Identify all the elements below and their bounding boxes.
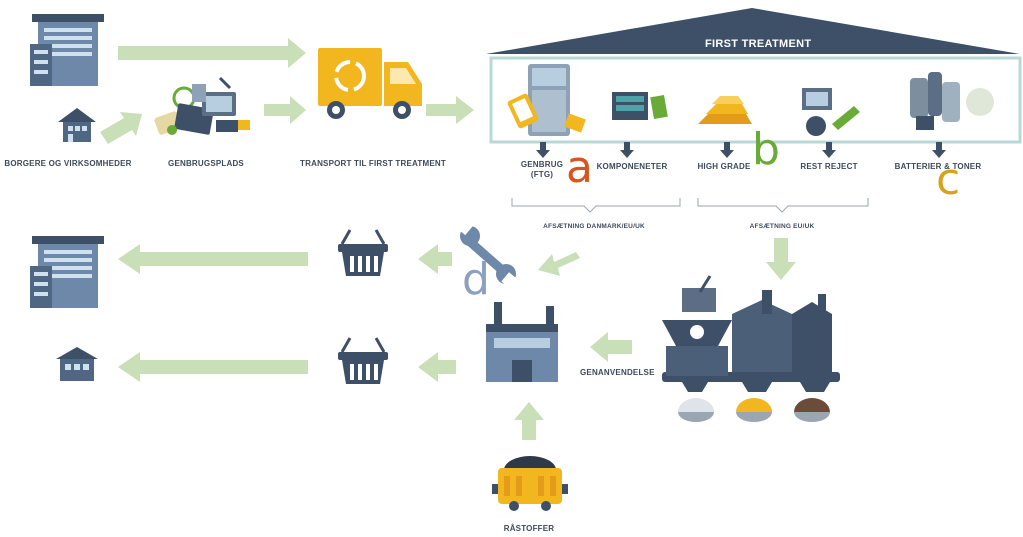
- arrow-to-first-treatment: [426, 96, 474, 124]
- label-recycling-center: GENBRUGSPLADS: [168, 159, 244, 168]
- diagram-title: FIRST TREATMENT: [705, 38, 812, 50]
- truck-icon: [318, 48, 422, 119]
- label-transport: TRANSPORT TIL FIRST TREATMENT: [300, 159, 446, 168]
- annotation-d: d: [462, 254, 490, 305]
- scrap-pile-icon: [154, 76, 250, 135]
- annotation-a: a: [566, 142, 593, 193]
- arrow-to-transport: [118, 38, 306, 68]
- label-high-grade: HIGH GRADE: [697, 162, 751, 171]
- arrow-to-recycling-center: [100, 112, 142, 144]
- arrow-to-factory: [590, 332, 632, 362]
- label-rest-reject: REST REJECT: [800, 162, 858, 171]
- building-icon: [30, 236, 104, 308]
- arrow-wrench-to-basket: [418, 244, 452, 274]
- fridge-icon: [507, 64, 586, 136]
- robot-arm-icon: [802, 88, 860, 136]
- smelter-icon: [662, 275, 840, 422]
- brackets: [511, 198, 869, 213]
- wrench-icon: [457, 219, 517, 288]
- roof: [486, 8, 1020, 54]
- arrow-factory-to-basket: [418, 352, 456, 382]
- arrow-to-company: [118, 244, 308, 274]
- label-batteries: BATTERIER & TONER: [894, 162, 982, 171]
- arrow-to-citizens: [118, 352, 308, 382]
- house-icon: [56, 347, 98, 381]
- gold-bars-icon: [698, 96, 752, 124]
- label-raw-materials: RÅSTOFFER: [503, 524, 555, 533]
- shopping-basket-icon: [336, 228, 390, 278]
- label-sales-eu: AFSÆTNING EU/UK: [749, 223, 815, 230]
- label-sales-dk-eu: AFSÆTNING DANMARK/EU/UK: [543, 223, 645, 230]
- factory-icon: [486, 302, 558, 382]
- label-recycling: GENANVENDELSE: [580, 368, 655, 377]
- arrow-raw-to-factory: [514, 402, 544, 440]
- flow-arrows: [100, 38, 796, 440]
- label-components: KOMPONENETER: [596, 162, 668, 171]
- ore-cart-icon: [492, 456, 568, 511]
- house-icon: [58, 108, 96, 142]
- arrow-sales-to-wrench: [538, 252, 580, 276]
- arrow-to-smelter: [766, 238, 796, 280]
- batteries-icon: [910, 72, 994, 130]
- annotation-c: c: [936, 154, 961, 205]
- annotation-b: b: [752, 124, 780, 175]
- output-arrows: [536, 142, 946, 158]
- arrow-to-truck: [264, 96, 306, 124]
- shopping-basket-icon: [336, 336, 390, 386]
- label-citizens: BORGERE OG VIRKSOMHEDER: [4, 159, 132, 168]
- label-reuse: GENBRUG: [520, 160, 564, 169]
- building-icon: [30, 14, 104, 86]
- circuit-board-icon: [612, 92, 668, 120]
- label-reuse-sub: (FTG): [530, 170, 554, 179]
